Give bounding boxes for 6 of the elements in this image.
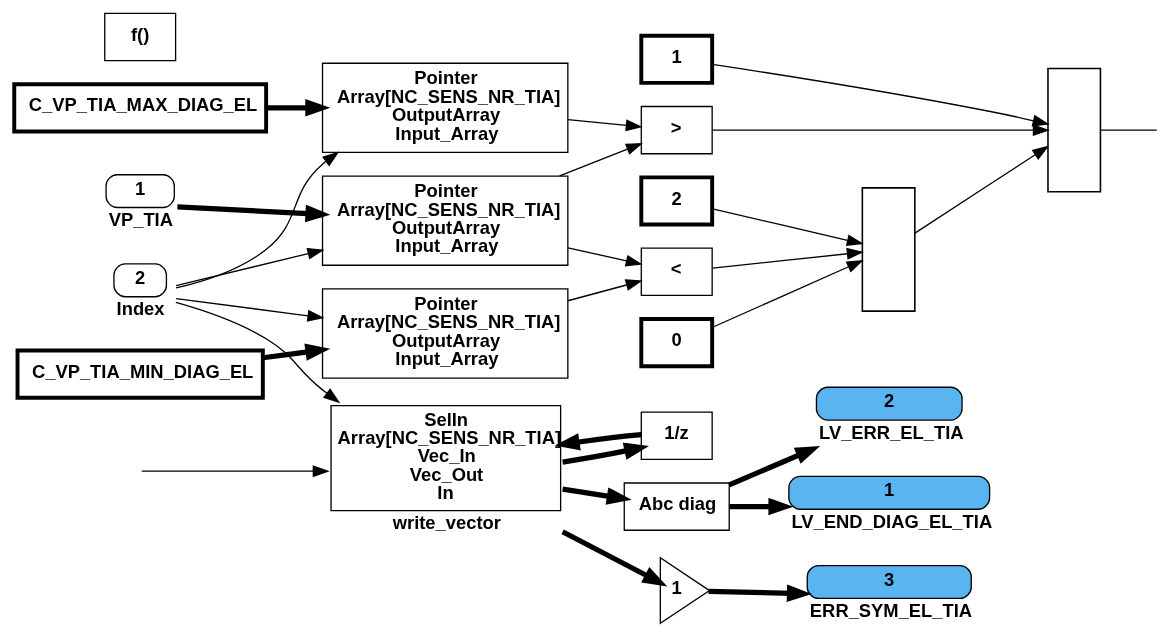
node-label: LV_ERR_EL_TIA bbox=[819, 421, 964, 443]
node-label: ERR_SYM_EL_TIA bbox=[809, 600, 973, 622]
node-label: write_vector bbox=[392, 512, 501, 534]
node-label: Index bbox=[116, 298, 165, 320]
node-label: VP_TIA bbox=[108, 209, 173, 231]
node-label: LV_END_DIAG_EL_TIA bbox=[791, 510, 993, 532]
